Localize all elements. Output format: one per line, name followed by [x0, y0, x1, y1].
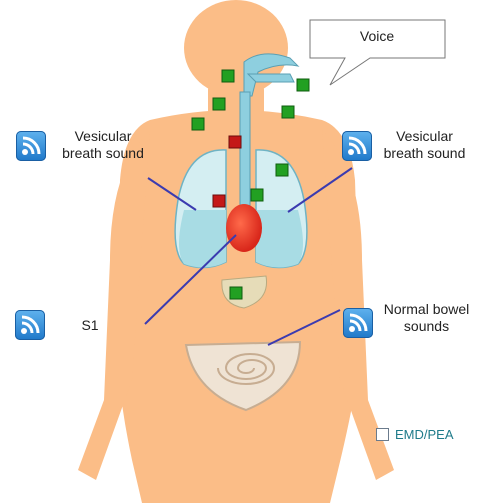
right-lung-sound-label: Vesicular breath sound — [372, 128, 477, 162]
checkbox-box[interactable] — [376, 428, 389, 441]
heart-sound-label: S1 — [70, 317, 110, 334]
emd-pea-label: EMD/PEA — [395, 427, 454, 442]
heart — [226, 204, 262, 252]
marker-red-2[interactable] — [213, 195, 225, 207]
bowel-sound-button[interactable] — [343, 308, 373, 338]
left-lung-sound-label: Vesicular breath sound — [48, 128, 158, 162]
marker-green-1[interactable] — [222, 70, 234, 82]
body-silhouette — [78, 0, 394, 503]
heart-sound-button[interactable] — [15, 310, 45, 340]
bowel-sound-label: Normal bowel sounds — [376, 301, 477, 335]
voice-label: Voice — [312, 28, 442, 44]
emd-pea-checkbox[interactable]: EMD/PEA — [376, 427, 454, 442]
rss-speaker-icon — [16, 131, 46, 161]
left-lung-sound-button[interactable] — [16, 131, 46, 161]
marker-green-2[interactable] — [297, 79, 309, 91]
marker-red-1[interactable] — [229, 136, 241, 148]
rss-speaker-icon — [343, 308, 373, 338]
marker-green-7[interactable] — [251, 189, 263, 201]
marker-green-4[interactable] — [282, 106, 294, 118]
right-lung-sound-button[interactable] — [342, 131, 372, 161]
rss-speaker-icon — [15, 310, 45, 340]
marker-green-6[interactable] — [276, 164, 288, 176]
marker-green-5[interactable] — [192, 118, 204, 130]
rss-speaker-icon — [342, 131, 372, 161]
marker-green-3[interactable] — [213, 98, 225, 110]
marker-green-8[interactable] — [230, 287, 242, 299]
